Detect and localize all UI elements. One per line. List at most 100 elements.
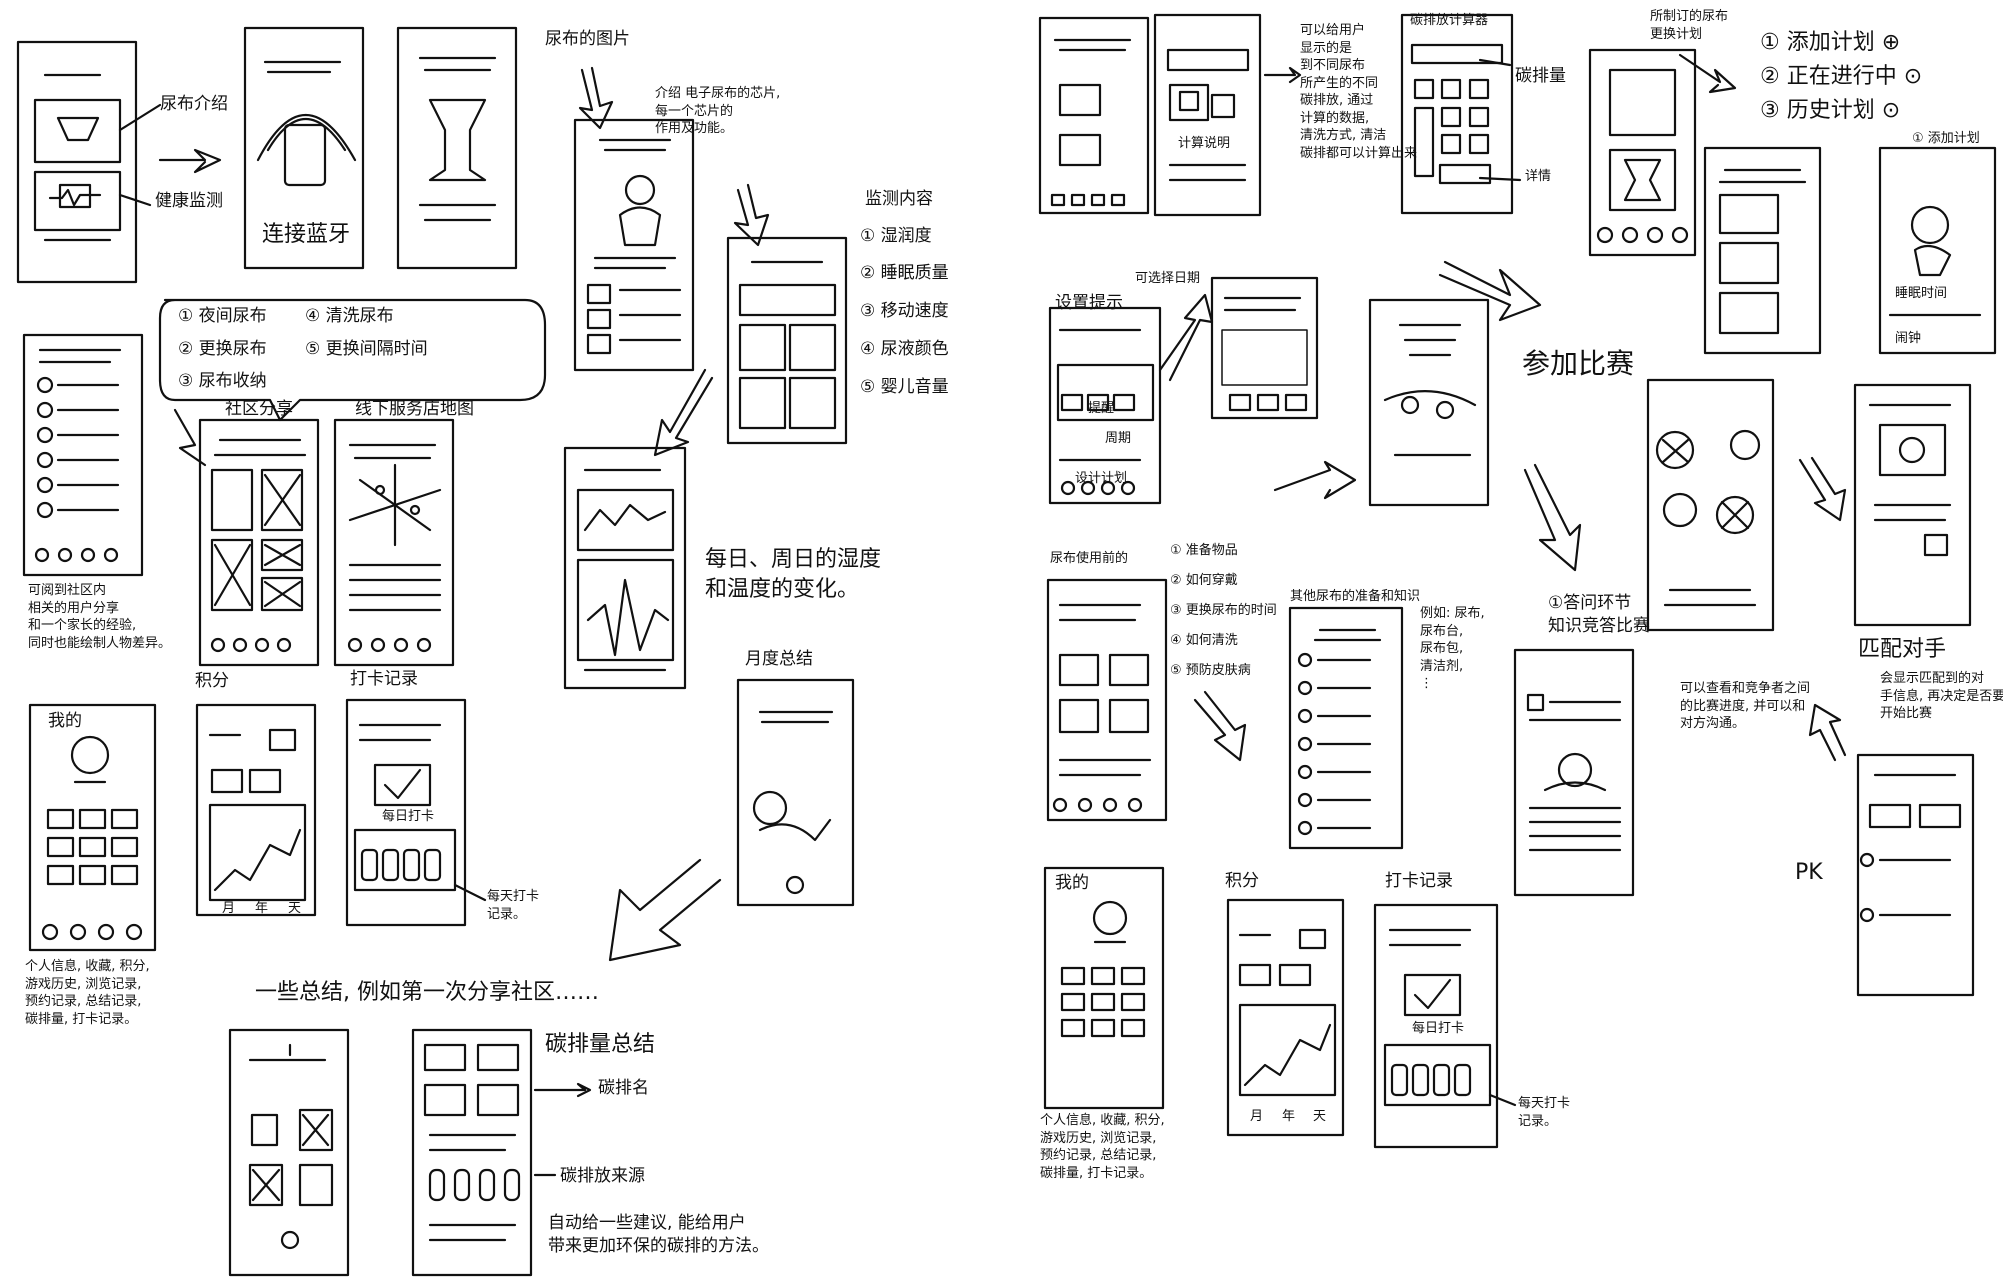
axis-year: 年 — [255, 901, 269, 916]
phone-r-calendar — [1210, 276, 1319, 420]
phone-points — [195, 703, 317, 917]
plan-item-2: ② 正在进行中 ⊙ — [1760, 64, 1923, 89]
label-health-monitor: 健康监测 — [155, 191, 223, 211]
bubble-item-5: ⑤ 更换间隔时间 — [305, 339, 428, 359]
monitor-item-1: ① 湿润度 — [860, 226, 932, 246]
label-set-plan: 设计计划 — [1075, 471, 1128, 486]
phone-connect — [243, 26, 365, 270]
phone-r-competition — [1368, 298, 1490, 507]
label-can-view-note: 可以查看和竞争者之间 的比赛进度, 并可以和 对方沟通。 — [1680, 681, 1811, 732]
phone-monthly — [736, 678, 855, 907]
phone-me — [28, 703, 157, 952]
phone-monitor — [726, 236, 848, 445]
label-r-daily-checkin: 每日打卡 — [1412, 1021, 1465, 1036]
axis-r-day: 天 — [1313, 1109, 1327, 1124]
label-reminder: 提醒 — [1088, 401, 1115, 416]
label-r-me-notes: 个人信息, 收藏, 积分, 游戏历史, 浏览记录, 预约记录, 总结记录, 碳排… — [1040, 1113, 1165, 1181]
label-summary-text: 一些总结, 例如第一次分享社区…… — [255, 980, 599, 1005]
label-plan-tabs-note: 所制订的尿布 更换计划 — [1650, 9, 1729, 42]
label-offline-map: 线下服务店地图 — [355, 399, 474, 419]
label-carbon-advice: 自动给一些建议, 能给用户 带来更加环保的碳排的方法。 — [548, 1213, 769, 1256]
phone-r-pk — [1856, 753, 1975, 997]
phone-r-before-use — [1046, 578, 1168, 822]
label-me: 我的 — [48, 711, 82, 731]
arrow-right-1 — [158, 148, 222, 174]
label-weekly: 周期 — [1105, 431, 1132, 446]
phone-map — [333, 418, 455, 667]
label-matched-note: 会显示匹配到的对 手信息, 再决定是否要 开始比赛 — [1880, 671, 2003, 722]
arrow-diag-1 — [653, 368, 714, 457]
label-r-points: 积分 — [1225, 871, 1259, 891]
label-carbon-ranking: 碳排名 — [598, 1078, 649, 1098]
label-diaper-intro: 尿布介绍 — [160, 94, 228, 114]
label-diaper-desc: 介绍 电子尿布的芯片, 每一个芯片的 作用及功能。 — [655, 86, 781, 137]
arrow-big-r-1 — [1438, 260, 1542, 322]
label-quiz: ①答问环节 知识竞答比赛 — [1548, 593, 1650, 636]
bubble-item-4: ④ 清洗尿布 — [305, 306, 394, 326]
axis-month: 月 — [222, 901, 236, 916]
label-alarm: 闹钟 — [1895, 331, 1922, 346]
label-diaper-pics: 尿布的图片 — [545, 29, 630, 49]
label-select-date: 可选择日期 — [1135, 271, 1201, 286]
prep-item-2: ② 如何穿戴 — [1170, 573, 1238, 588]
label-carbon-summary: 碳排量总结 — [545, 1032, 656, 1057]
label-other-exam: 其他尿布的准备和知识 — [1290, 589, 1421, 604]
prep-item-5: ⑤ 预防皮肤病 — [1170, 663, 1251, 678]
label-carbon-calc: 碳排放计算器 — [1410, 13, 1489, 28]
phone-r-quiz — [1513, 648, 1635, 897]
arrow-down-1 — [578, 66, 614, 130]
phone-r-prep-list — [1288, 606, 1404, 850]
prep-item-1: ① 准备物品 — [1170, 543, 1238, 558]
label-checkin-record: 打卡记录 — [350, 669, 418, 689]
phone-r-settings — [1048, 306, 1162, 505]
phone-r-carbon-calc — [1400, 13, 1514, 215]
label-price-note: 可以给用户 显示的是 到不同尿布 所产生的不同 碳排放, 通过 计算的数据, 清… — [1300, 23, 1418, 161]
prep-item-3: ③ 更换尿布的时间 — [1170, 603, 1277, 618]
axis-day: 天 — [288, 901, 302, 916]
monitor-item-5: ⑤ 婴儿音量 — [860, 377, 949, 397]
phone-r-points — [1226, 898, 1345, 1137]
bubble-item-2: ② 更换尿布 — [178, 339, 267, 359]
bubble-item-1: ① 夜间尿布 — [178, 306, 267, 326]
bubble-item-3: ③ 尿布收纳 — [178, 371, 267, 391]
label-settings-reminder: 设置提示 — [1055, 293, 1123, 313]
arrow-down-2 — [733, 183, 770, 247]
label-points: 积分 — [195, 671, 229, 691]
label-sleep-time: 睡眠时间 — [1895, 286, 1948, 301]
phone-r-add-plan — [1878, 146, 1997, 355]
phone-r-home — [1038, 16, 1150, 215]
label-r-me: 我的 — [1055, 873, 1089, 893]
monitor-item-2: ② 睡眠质量 — [860, 263, 949, 283]
label-r-checkin-record: 打卡记录 — [1385, 871, 1453, 891]
axis-r-year: 年 — [1282, 1109, 1296, 1124]
phone-feed — [22, 333, 144, 577]
label-join-competition: 参加比赛 — [1522, 347, 1635, 380]
label-pk: PK — [1795, 860, 1823, 885]
phone-summary — [228, 1028, 350, 1277]
label-community-share: 社区分享 — [225, 399, 293, 419]
label-carbon-amount: 碳排量 — [1515, 66, 1566, 86]
arrow-big-r-2 — [1523, 463, 1582, 572]
label-monitor-title: 监测内容 — [865, 189, 933, 209]
monitor-item-3: ③ 移动速度 — [860, 301, 949, 321]
phone-diaper-shape — [396, 26, 518, 270]
phone-carbon-summary — [411, 1028, 533, 1277]
label-example-note: 例如: 尿布, 尿布台, 尿布包, 清洁剂, ⋮ — [1420, 606, 1485, 692]
phone-r-me — [1043, 866, 1165, 1110]
label-checkin-note: 每天打卡 记录。 — [487, 889, 540, 922]
phone-r-plan — [1588, 48, 1697, 257]
label-daily-checkin: 每日打卡 — [382, 809, 435, 824]
axis-r-month: 月 — [1250, 1109, 1264, 1124]
label-humidity: 每日、周日的湿度 和温度的变化。 — [705, 547, 882, 602]
phone-home — [16, 40, 138, 284]
label-me-notes: 个人信息, 收藏, 积分, 游戏历史, 浏览记录, 预约记录, 总结记录, 碳排… — [25, 959, 150, 1027]
plan-item-1: ① 添加计划 ⊕ — [1760, 30, 1901, 55]
label-before-use: 尿布使用前的 — [1050, 551, 1129, 566]
phone-community — [198, 418, 320, 667]
label-match-opponent: 匹配对手 — [1858, 637, 1947, 662]
plan-item-3: ③ 历史计划 ⊙ — [1760, 98, 1901, 123]
monitor-item-4: ④ 尿液颜色 — [860, 339, 949, 359]
arrow-big-down-left — [608, 858, 722, 962]
label-r-checkin-note: 每天打卡 记录。 — [1518, 1096, 1571, 1129]
